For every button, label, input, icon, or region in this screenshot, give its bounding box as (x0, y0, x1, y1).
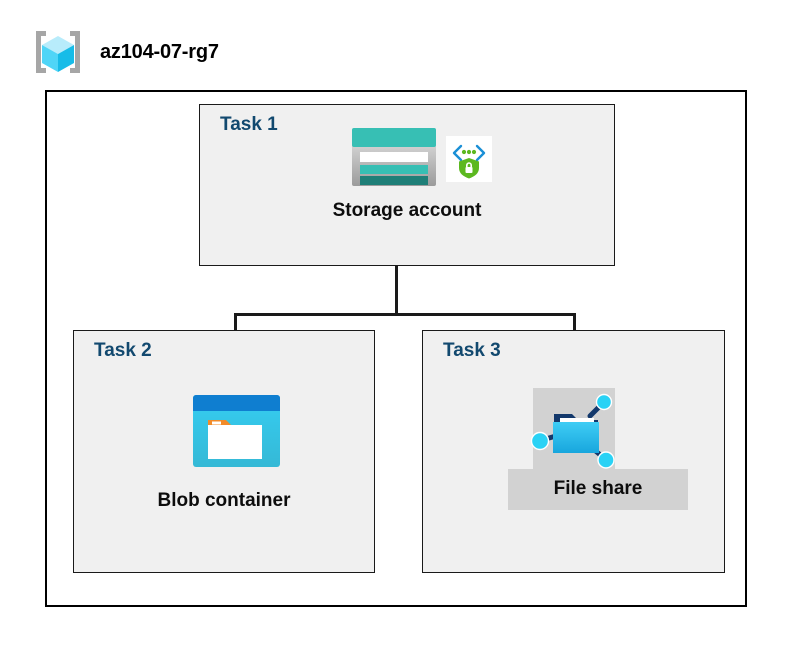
file-share-icon (528, 390, 620, 472)
connector-junction-bar (234, 313, 575, 316)
file-share-label-plate (508, 469, 688, 510)
secure-transfer-shield-icon (446, 136, 492, 182)
resource-group-title: az104-07-rg7 (100, 40, 219, 63)
resource-group-header: az104-07-rg7 (30, 28, 219, 76)
blob-container-icon (192, 394, 281, 468)
blob-container-node-label: Blob container (157, 490, 291, 511)
task-3-label: Task 3 (443, 340, 501, 361)
resource-group-cube-icon (30, 28, 86, 76)
task-1-label: Task 1 (220, 114, 278, 135)
storage-account-node-label: Storage account (332, 200, 482, 221)
task-2-label: Task 2 (94, 340, 152, 361)
connector-storage-to-junction (395, 228, 398, 315)
storage-account-icon (350, 126, 438, 188)
file-share-node-label: File share (553, 478, 643, 499)
